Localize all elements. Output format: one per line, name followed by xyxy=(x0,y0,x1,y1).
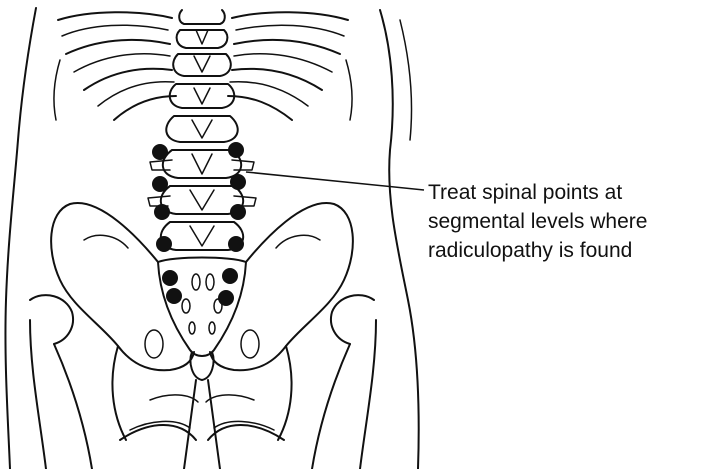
rib-cage xyxy=(54,12,352,120)
caption-line-3: radiculopathy is found xyxy=(428,236,720,265)
caption-leader-line xyxy=(246,172,424,190)
treatment-point xyxy=(156,236,172,252)
treatment-point xyxy=(152,144,168,160)
pelvis xyxy=(51,203,353,440)
treatment-point xyxy=(218,290,234,306)
treatment-point xyxy=(228,236,244,252)
femurs xyxy=(30,295,376,469)
treatment-caption: Treat spinal points at segmental levels … xyxy=(428,178,720,265)
caption-line-2: segmental levels where xyxy=(428,207,720,236)
caption-line-1: Treat spinal points at xyxy=(428,178,720,207)
treatment-point xyxy=(166,288,182,304)
treatment-point xyxy=(162,270,178,286)
treatment-point xyxy=(152,176,168,192)
body-outline xyxy=(5,8,418,469)
treatment-point xyxy=(154,204,170,220)
treatment-point xyxy=(230,204,246,220)
treatment-point xyxy=(222,268,238,284)
treatment-point xyxy=(228,142,244,158)
treatment-point xyxy=(230,174,246,190)
